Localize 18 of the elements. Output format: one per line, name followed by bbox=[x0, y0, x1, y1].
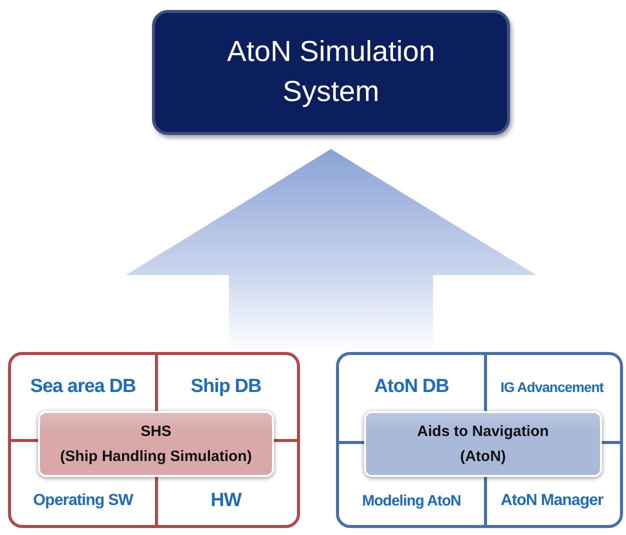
component-label: IG Advancement bbox=[500, 379, 604, 395]
module-name: SHS bbox=[140, 422, 172, 442]
module-label-box bbox=[38, 411, 274, 477]
component-label: Ship DB bbox=[190, 376, 262, 398]
system-box bbox=[152, 10, 510, 135]
module-panel bbox=[8, 352, 300, 528]
component-label: Operating SW bbox=[33, 492, 133, 510]
module-label-box bbox=[364, 411, 602, 477]
component-label: AtoN Manager bbox=[500, 492, 604, 510]
component-label: AtoN DB bbox=[374, 376, 449, 398]
component-label: HW bbox=[210, 490, 242, 512]
module-name: (AtoN) bbox=[460, 447, 506, 467]
module-name: Aids to Navigation bbox=[417, 422, 549, 442]
module-name: (Ship Handling Simulation) bbox=[60, 447, 252, 467]
component-label: Sea area DB bbox=[30, 376, 136, 398]
component-label: Modeling AtoN bbox=[362, 492, 461, 510]
module-panel bbox=[336, 352, 623, 528]
system-title: AtoN Simulation System bbox=[226, 35, 436, 110]
